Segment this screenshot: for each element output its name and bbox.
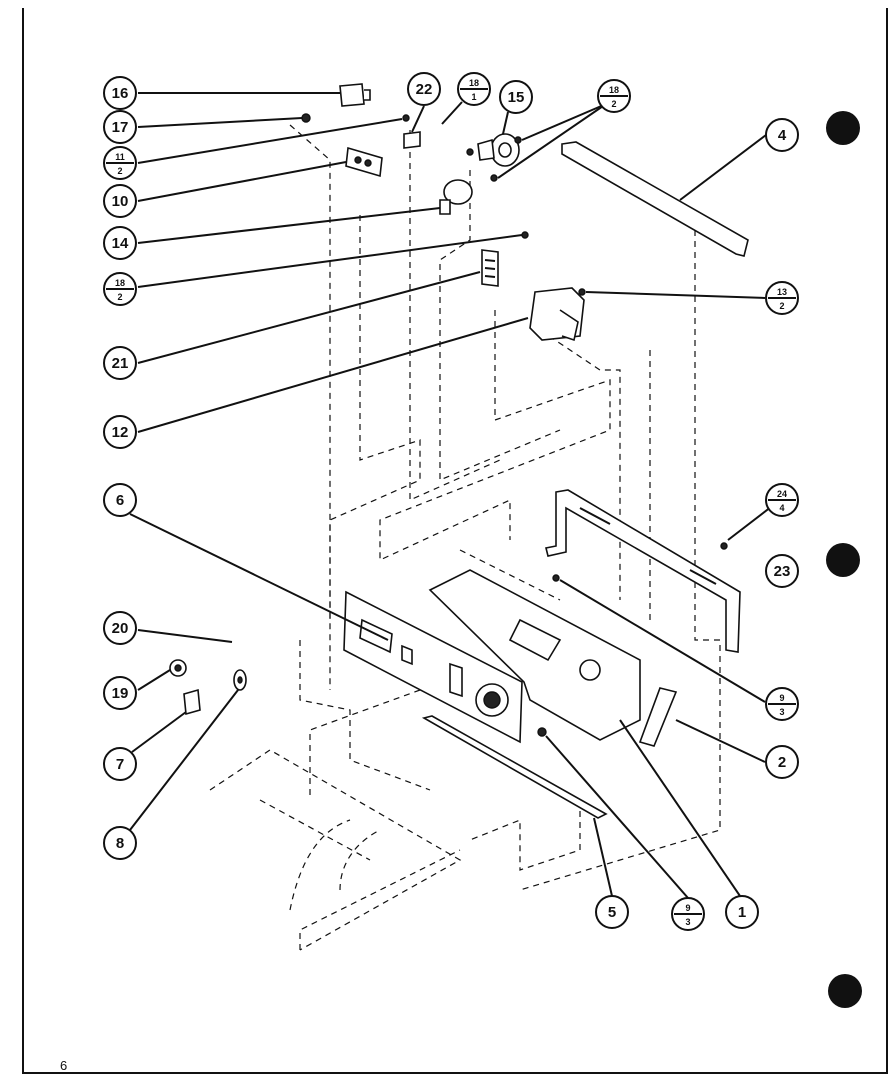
- part-22-clip: [403, 131, 421, 149]
- svg-text:7: 7: [116, 756, 124, 773]
- part-15-knob: [477, 133, 520, 167]
- part-19-knob: [169, 659, 187, 677]
- callout-2: 2: [765, 745, 799, 779]
- part-6-control-panel: [343, 590, 523, 744]
- binder-hole-middle: [826, 543, 860, 577]
- svg-text:9: 9: [685, 903, 690, 913]
- callout-19: 19: [103, 676, 137, 710]
- svg-text:1: 1: [738, 904, 746, 921]
- binder-hole-top: [826, 111, 860, 145]
- part-18-screw-c: [490, 174, 498, 182]
- svg-text:24: 24: [777, 489, 787, 499]
- svg-text:17: 17: [112, 119, 129, 136]
- svg-text:9: 9: [779, 693, 784, 703]
- part-10-switch: [345, 146, 383, 178]
- part-1-console: [428, 569, 641, 741]
- part-8-washer: [233, 669, 247, 691]
- part-4-rail: [561, 141, 749, 257]
- svg-text:2: 2: [611, 99, 616, 109]
- svg-text:4: 4: [779, 503, 784, 513]
- cabinet-top-frame: [209, 749, 462, 951]
- part-17-screw: [301, 113, 311, 123]
- part-9-screw-b: [537, 727, 547, 737]
- callout-11-2: 11 2: [103, 146, 137, 180]
- svg-text:21: 21: [112, 355, 129, 372]
- svg-text:2: 2: [117, 166, 122, 176]
- svg-text:11: 11: [115, 152, 125, 162]
- callout-22: 22: [407, 72, 441, 106]
- svg-text:2: 2: [779, 301, 784, 311]
- svg-text:10: 10: [112, 193, 129, 210]
- part-18-screw-b: [514, 136, 522, 144]
- leader-lines: [129, 92, 781, 899]
- callout-8: 8: [103, 826, 137, 860]
- callout-6: 6: [103, 483, 137, 517]
- svg-text:16: 16: [112, 85, 129, 102]
- svg-text:6: 6: [116, 492, 124, 509]
- callout-10: 10: [103, 184, 137, 218]
- callout-16: 16: [103, 76, 137, 110]
- part-9-screw-a: [552, 574, 560, 582]
- alignment-lines: [289, 124, 721, 891]
- part-23-back-bracket: [545, 489, 741, 653]
- svg-text:18: 18: [115, 278, 125, 288]
- part-2-trim: [638, 687, 678, 747]
- part-16-connector: [339, 83, 371, 107]
- callout-18-2-top: 18 2: [597, 79, 631, 113]
- callout-1: 1: [725, 895, 759, 929]
- svg-text:4: 4: [778, 127, 787, 144]
- callout-12: 12: [103, 415, 137, 449]
- callout-15: 15: [499, 80, 533, 114]
- part-7-lamp: [183, 688, 201, 716]
- svg-text:8: 8: [116, 835, 124, 852]
- callout-24-4: 24 4: [765, 483, 799, 517]
- part-12-timer: [529, 287, 585, 342]
- part-14-bracket: [439, 179, 473, 215]
- svg-text:14: 14: [112, 235, 129, 252]
- callout-13-2: 13 2: [765, 281, 799, 315]
- svg-text:23: 23: [774, 563, 791, 580]
- callout-20: 20: [103, 611, 137, 645]
- callout-14: 14: [103, 226, 137, 260]
- svg-text:2: 2: [117, 292, 122, 302]
- svg-text:18: 18: [469, 78, 479, 88]
- callout-9-3-right: 9 3: [765, 687, 799, 721]
- callout-23: 23: [765, 554, 799, 588]
- callout-4: 4: [765, 118, 799, 152]
- svg-text:18: 18: [609, 85, 619, 95]
- callout-5: 5: [595, 895, 629, 929]
- svg-text:12: 12: [112, 424, 129, 441]
- part-13-screw: [578, 288, 586, 296]
- svg-text:1: 1: [471, 92, 476, 102]
- callout-18-2-left: 18 2: [103, 272, 137, 306]
- svg-text:13: 13: [777, 287, 787, 297]
- callout-17: 17: [103, 110, 137, 144]
- svg-text:3: 3: [779, 707, 784, 717]
- part-11-screw: [402, 114, 410, 122]
- page-number: 6: [60, 1058, 68, 1073]
- svg-text:19: 19: [112, 685, 129, 702]
- svg-text:20: 20: [112, 620, 129, 637]
- svg-text:22: 22: [416, 81, 433, 98]
- callout-18-1: 18 1: [457, 72, 491, 106]
- drawing-frame: [22, 8, 888, 1074]
- part-18-screw-d: [521, 231, 529, 239]
- callout-21: 21: [103, 346, 137, 380]
- callout-7: 7: [103, 747, 137, 781]
- part-24-screw: [720, 542, 728, 550]
- binder-hole-bottom: [828, 974, 862, 1008]
- svg-text:3: 3: [685, 917, 690, 927]
- svg-text:2: 2: [778, 754, 786, 771]
- part-21-terminal-strip: [481, 249, 499, 287]
- svg-text:15: 15: [508, 89, 525, 106]
- callout-9-3-bottom: 9 3: [671, 897, 705, 931]
- svg-text:5: 5: [608, 904, 616, 921]
- part-18-screw-a: [466, 148, 474, 156]
- part-5-strip: [421, 715, 608, 819]
